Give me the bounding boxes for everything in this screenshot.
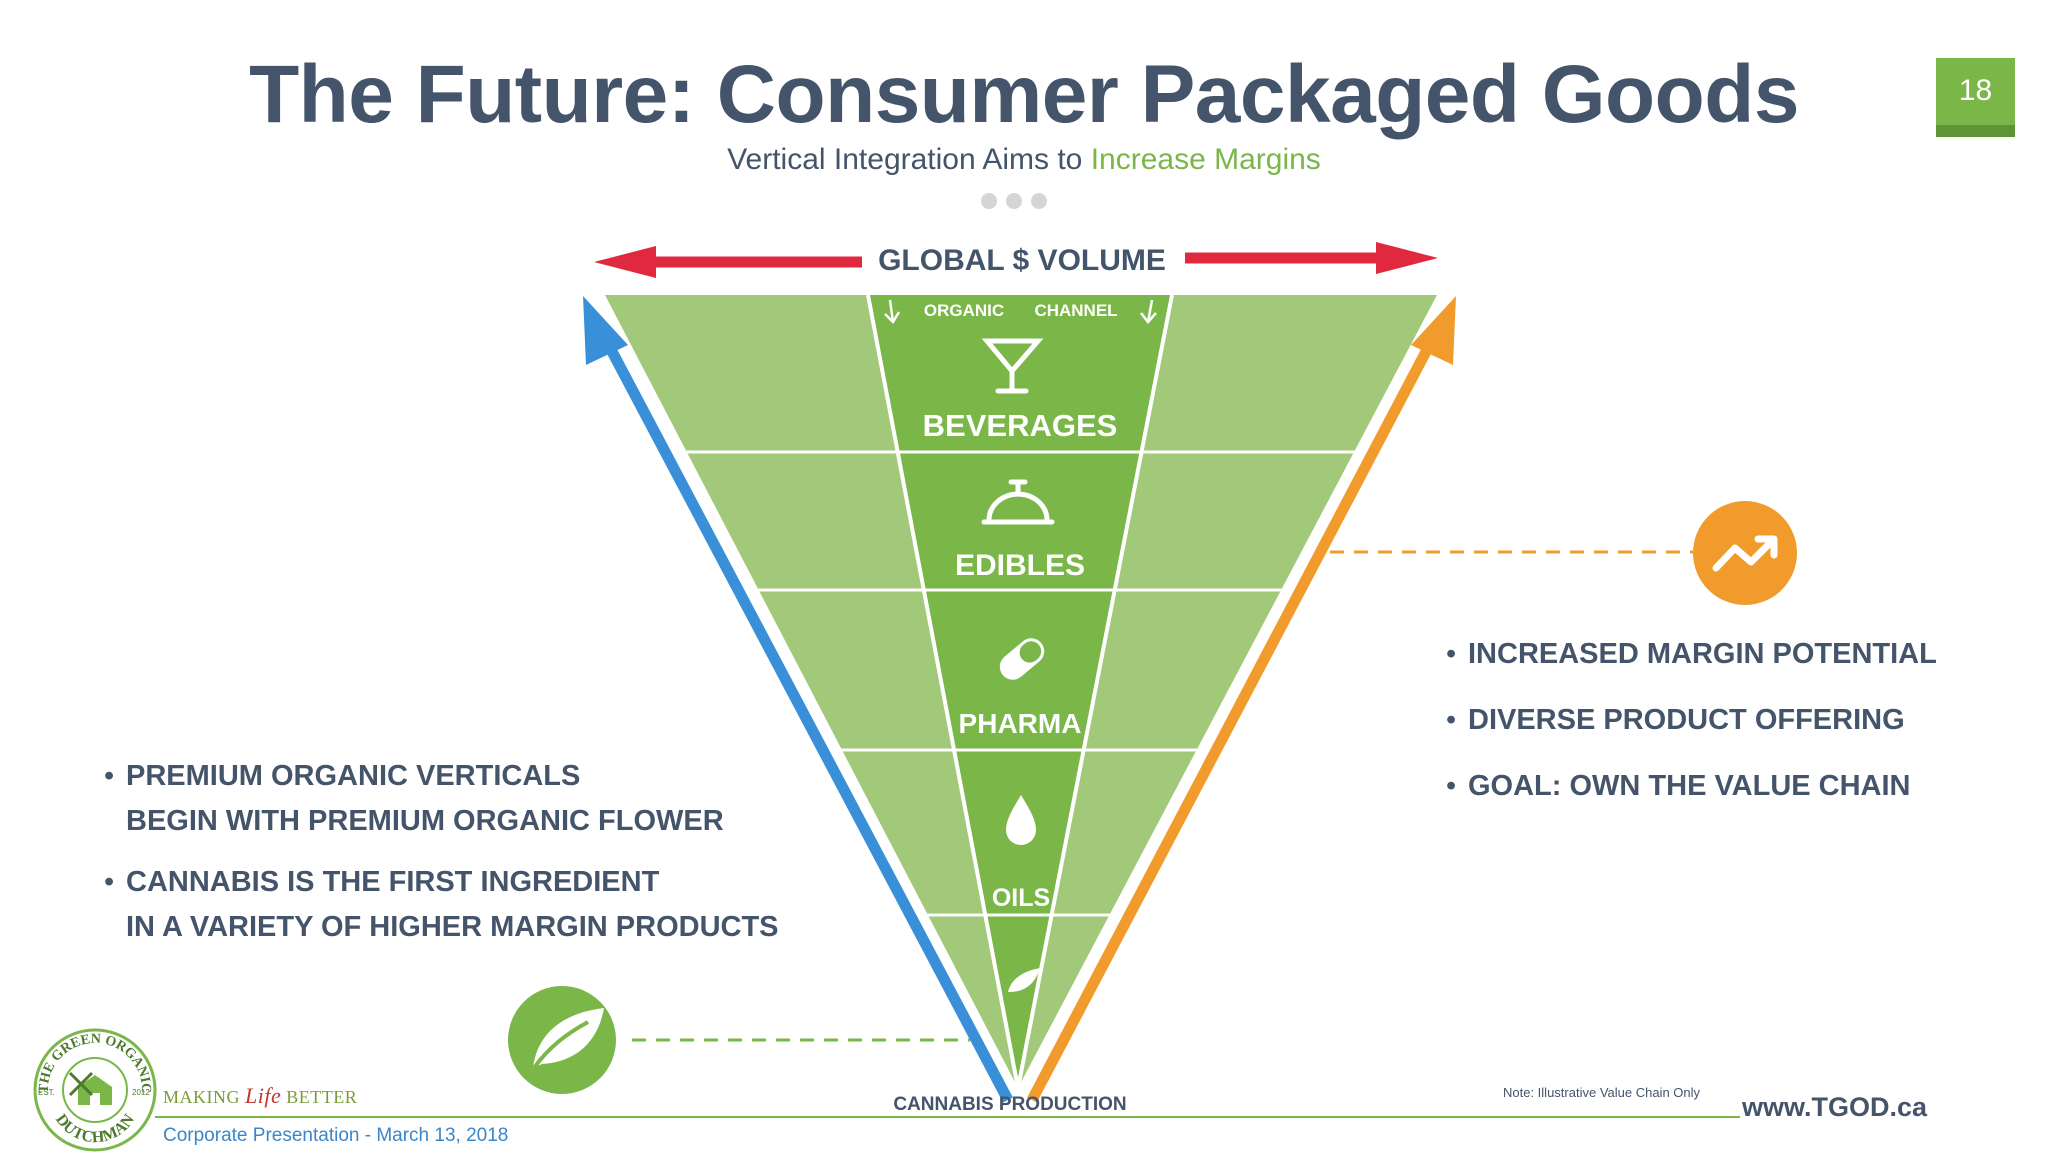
slide-title: The Future: Consumer Packaged Goods: [249, 49, 1799, 140]
tagline: MAKING Life BETTER: [163, 1083, 358, 1108]
left-bullet-item: • CANNABIS IS THE FIRST INGREDIENT IN A …: [104, 866, 779, 943]
illustrative-note: Note: Illustrative Value Chain Only: [1503, 1085, 1701, 1100]
website-url[interactable]: www.TGOD.ca: [1742, 1092, 1928, 1122]
presentation-date: Corporate Presentation - March 13, 2018: [163, 1125, 509, 1146]
trend-up-icon: [1712, 535, 1778, 572]
channel-label-organic: ORGANIC: [924, 301, 1004, 320]
tier-label-beverages: BEVERAGES: [923, 408, 1118, 443]
serving-cloche-icon: [981, 479, 1055, 525]
cannabis-production-label: CANNABIS PRODUCTION: [893, 1094, 1127, 1115]
slide-subtitle: Vertical Integration Aims to Increase Ma…: [0, 143, 2048, 177]
tier-label-edibles: EDIBLES: [955, 549, 1085, 582]
global-volume-label: GLOBAL $ VOLUME: [878, 244, 1166, 277]
page-number-badge: 18: [1936, 58, 2015, 137]
right-bullet-item: •GOAL: OWN THE VALUE CHAIN: [1446, 770, 1911, 802]
oil-drop-icon: [1006, 795, 1036, 845]
subtitle-highlight: Increase Margins: [1090, 143, 1321, 176]
left-bullet-list: • PREMIUM ORGANIC VERTICALS BEGIN WITH P…: [104, 760, 779, 972]
tier-label-pharma: PHARMA: [959, 708, 1082, 739]
right-bullet-item: •INCREASED MARGIN POTENTIAL: [1446, 638, 1937, 670]
svg-text:2012: 2012: [132, 1088, 150, 1097]
decorative-dots: [981, 193, 1056, 214]
left-bullet-item: • PREMIUM ORGANIC VERTICALS BEGIN WITH P…: [104, 760, 724, 837]
leaf-icon: [1008, 968, 1040, 992]
channel-down-arrows: [884, 299, 1157, 325]
pill-capsule-icon: [999, 638, 1045, 680]
channel-label-channel: CHANNEL: [1034, 301, 1117, 320]
cocktail-glass-icon: [981, 338, 1044, 394]
subtitle-text: Vertical Integration Aims to: [727, 143, 1091, 176]
right-bullet-item: •DIVERSE PRODUCT OFFERING: [1446, 704, 1905, 736]
right-bullet-list: •INCREASED MARGIN POTENTIAL •DIVERSE PRO…: [1446, 638, 1937, 836]
svg-text:EST.: EST.: [38, 1088, 55, 1097]
global-volume-arrows: [594, 242, 1438, 278]
company-logo: THE GREEN ORGANIC DUTCHMAN EST. 2012: [33, 1028, 157, 1152]
right-orange-arrow: [1027, 296, 1456, 1103]
organic-channel-region: [868, 295, 1172, 1088]
left-blue-arrow: [583, 296, 1013, 1103]
tier-label-oils: OILS: [992, 884, 1050, 912]
